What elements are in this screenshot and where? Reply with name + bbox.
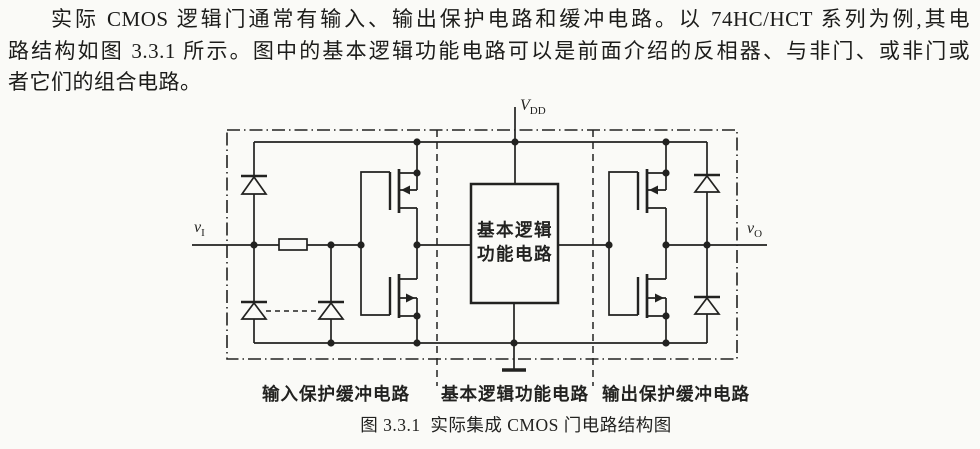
input-signal-label: vI	[194, 219, 205, 240]
diode-output-top-icon	[693, 142, 721, 245]
diode-input-top-icon	[240, 142, 268, 245]
diode-input-bottom-right-icon	[266, 245, 345, 343]
mosfet-output-nmos-icon	[636, 274, 667, 343]
section-label-output-protection: 输出保护缓冲电路	[602, 384, 750, 404]
mosfet-input-nmos-icon	[388, 274, 418, 343]
body-paragraph: 实际 CMOS 逻辑门通常有输入、输出保护电路和缓冲电路。以 74HC/HCT …	[8, 4, 970, 99]
junction-dots	[250, 138, 711, 347]
logic-box-label: 基本逻辑功能电路	[477, 220, 553, 264]
figure-caption: 图 3.3.1 实际集成 CMOS 门电路结构图	[360, 415, 672, 435]
input-resistor	[278, 238, 308, 251]
paragraph-line-3: 者它们的组合电路。	[8, 70, 202, 94]
mosfet-input-pmos-icon	[388, 142, 418, 279]
output-signal-label: vO	[747, 220, 763, 241]
output-buffer-gate-bus	[608, 171, 638, 316]
section-separators	[436, 130, 594, 386]
ground-terminal	[502, 303, 526, 372]
diode-input-bottom-left-icon	[240, 245, 268, 343]
section-label-input-protection: 输入保护缓冲电路	[262, 384, 410, 404]
vdd-label: VDD	[520, 97, 546, 118]
mosfet-output-pmos-icon	[636, 142, 667, 279]
section-label-basic-logic: 基本逻辑功能电路	[441, 384, 589, 404]
diode-output-bottom-icon	[693, 245, 721, 343]
input-buffer-gate-bus	[360, 171, 390, 316]
logic-function-box	[469, 182, 609, 305]
paragraph-line-2: 路结构如图 3.3.1 所示。图中的基本逻辑功能电路可以是前面介绍的反相器、与非…	[8, 38, 970, 63]
paragraph-line-1: 实际 CMOS 逻辑门通常有输入、输出保护电路和缓冲电路。以 74HC/HCT …	[51, 7, 970, 31]
